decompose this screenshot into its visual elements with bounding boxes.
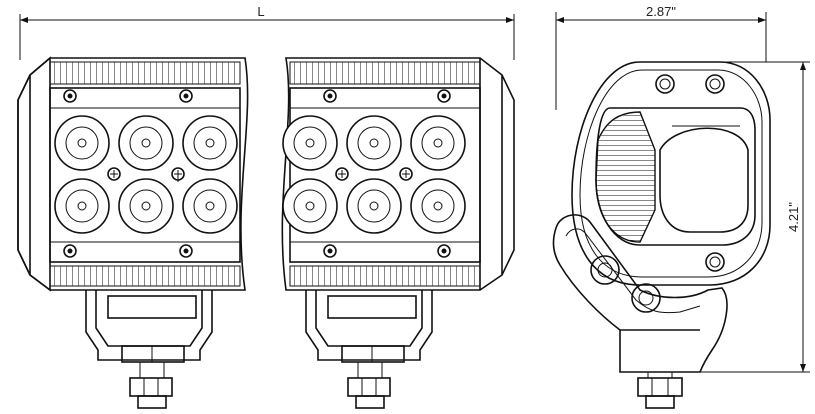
mounting-bracket xyxy=(85,290,213,409)
led-lens xyxy=(182,115,238,171)
screw-icon xyxy=(655,74,675,94)
screw-icon xyxy=(705,74,725,94)
screw-icon xyxy=(323,244,337,258)
height-label: 4.21" xyxy=(786,202,801,232)
width-label: 2.87" xyxy=(646,4,676,19)
bolt-icon xyxy=(631,283,661,313)
led-lens xyxy=(54,178,110,234)
cross-screw-icon xyxy=(335,167,349,181)
led-lens xyxy=(54,115,110,171)
led-lens xyxy=(118,115,174,171)
light-bar-front-view-right xyxy=(281,57,515,409)
screw-icon xyxy=(437,244,451,258)
cross-screw-icon xyxy=(171,167,185,182)
width-dimension: 2.87" xyxy=(555,4,767,110)
led-lens xyxy=(282,178,338,234)
light-bar-front-view xyxy=(17,56,249,409)
length-label: L xyxy=(257,4,264,19)
screw-icon xyxy=(705,252,725,272)
led-lens xyxy=(182,178,238,234)
led-lens xyxy=(410,115,466,171)
led-lens xyxy=(410,178,466,234)
length-dimension: L xyxy=(19,4,515,60)
led-lens xyxy=(118,178,174,234)
led-lens xyxy=(282,115,338,171)
screw-icon xyxy=(437,89,451,103)
screw-icon xyxy=(63,89,77,103)
mounting-bracket xyxy=(305,290,433,409)
screw-icon xyxy=(323,89,337,103)
cross-screw-icon xyxy=(399,167,413,181)
bolt-icon xyxy=(590,255,620,285)
screw-icon xyxy=(179,89,193,103)
screw-icon xyxy=(63,244,77,258)
cross-screw-icon xyxy=(107,167,121,181)
side-mounting-bracket xyxy=(552,214,728,409)
light-bar-side-view xyxy=(552,61,771,409)
led-lens xyxy=(346,178,402,234)
led-lens xyxy=(346,115,402,171)
height-dimension: 4.21" xyxy=(700,61,810,373)
screw-icon xyxy=(179,244,193,258)
